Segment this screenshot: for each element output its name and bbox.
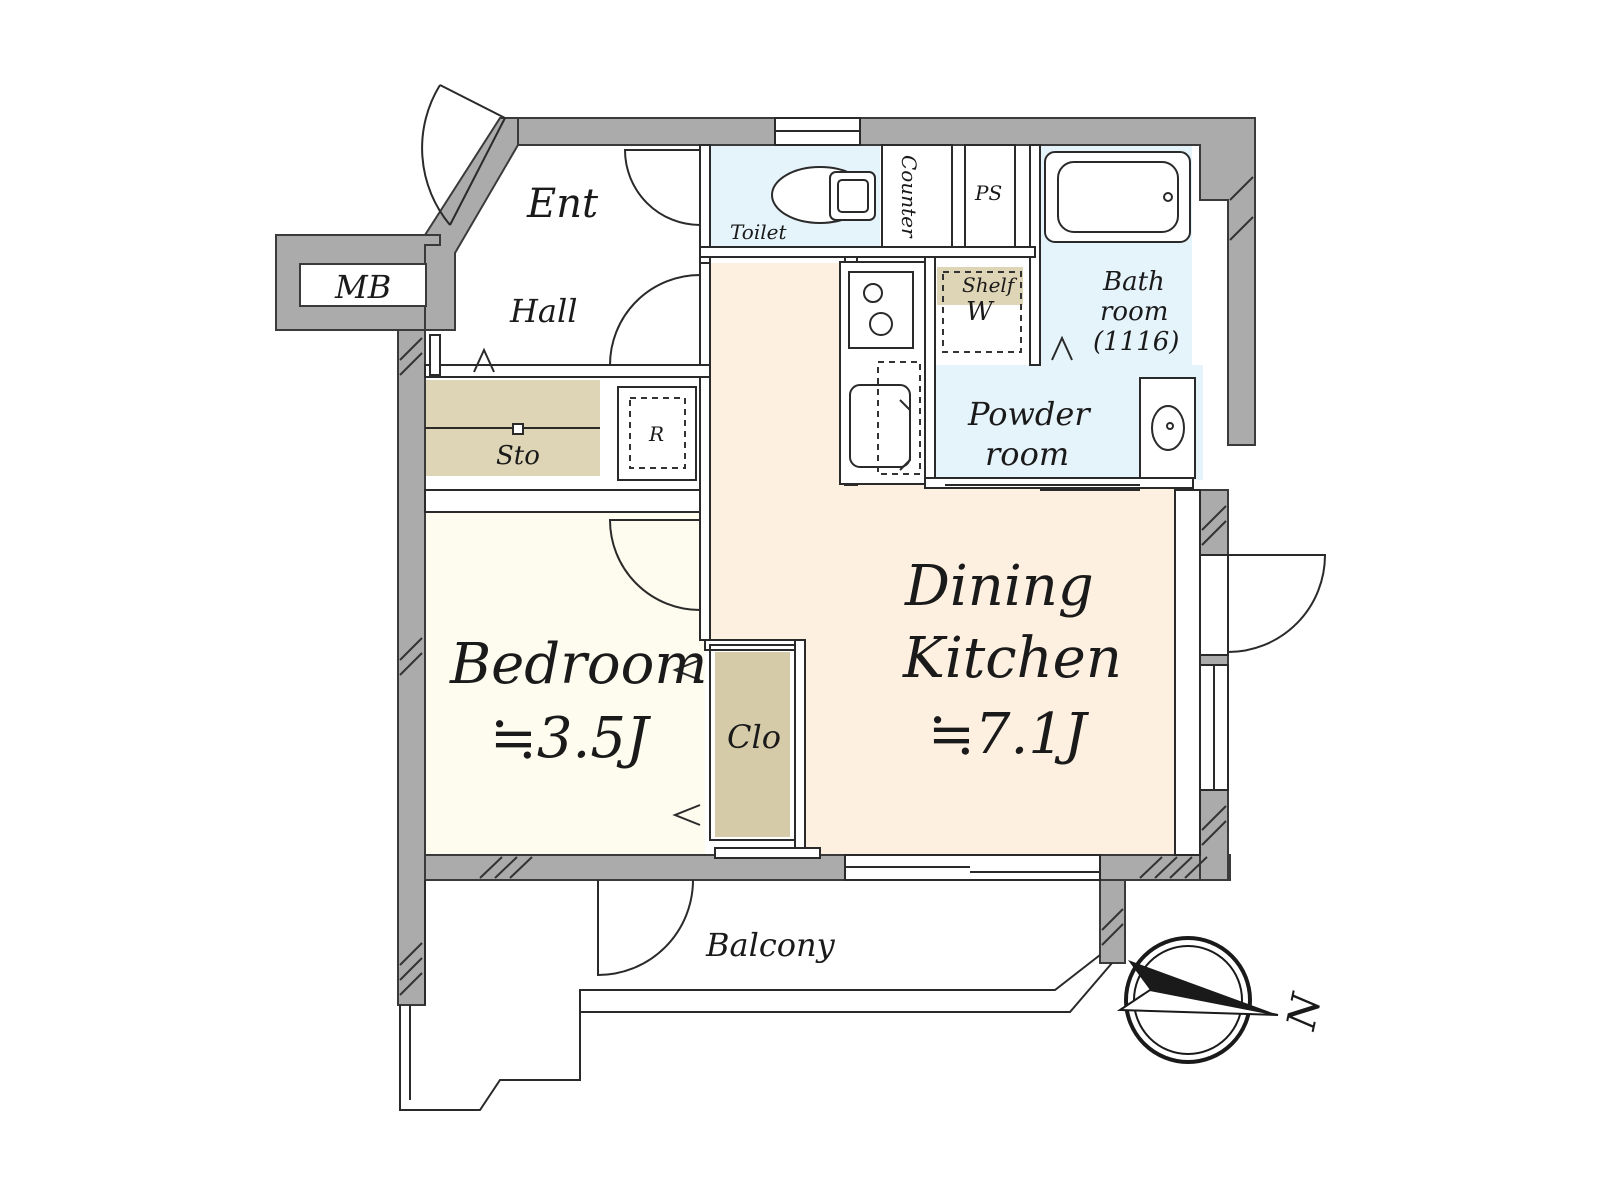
fixtures: [425, 144, 1196, 859]
compass-needle-icon: [1128, 960, 1278, 1015]
label-bathroom-2: room: [1100, 297, 1168, 327]
windows: [774, 117, 1229, 881]
toilet-icon: [771, 166, 876, 224]
label-hall: Hall: [509, 292, 577, 330]
label-refrigerator: R: [648, 422, 664, 446]
label-storage: Sto: [496, 441, 540, 471]
compass: N: [1116, 936, 1331, 1064]
wall-hatching: [399, 176, 1254, 996]
label-bathroom-1: Bath: [1102, 267, 1165, 297]
sink-icon: [849, 384, 911, 471]
label-washer: W: [966, 297, 995, 327]
label-counter: Counter: [897, 155, 921, 239]
label-entrance: Ent: [526, 181, 599, 227]
label-shelf: Shelf: [962, 273, 1018, 297]
compass-north-label: N: [1278, 988, 1331, 1035]
label-meter-box: MB: [334, 268, 391, 306]
label-balcony: Balcony: [705, 926, 836, 964]
balcony-outline: [399, 880, 1113, 1111]
bathtub-icon: [1044, 151, 1191, 243]
label-powder-1: Powder: [967, 395, 1091, 433]
doors: [421, 84, 1327, 977]
dining-kitchen-floor: [705, 263, 1175, 855]
room-labels: Ent MB Hall Toilet Counter PS Bath room …: [334, 155, 1179, 964]
label-powder-2: room: [985, 435, 1069, 473]
label-dining-area: ≒7.1J: [928, 702, 1090, 767]
label-toilet: Toilet: [730, 220, 787, 244]
label-dining-2: Kitchen: [902, 626, 1122, 691]
label-pipe-space: PS: [974, 181, 1002, 205]
closet-fill: [715, 652, 790, 837]
label-closet: Clo: [727, 718, 781, 756]
label-bedroom: Bedroom: [449, 632, 707, 697]
wash-basin-icon: [1139, 377, 1196, 479]
label-bedroom-area: ≒3.5J: [490, 706, 652, 771]
bedroom-floor: [425, 512, 705, 855]
label-bathroom-size: (1116): [1093, 327, 1179, 357]
shelf-fill: [937, 267, 1023, 305]
label-dining-1: Dining: [904, 554, 1094, 619]
